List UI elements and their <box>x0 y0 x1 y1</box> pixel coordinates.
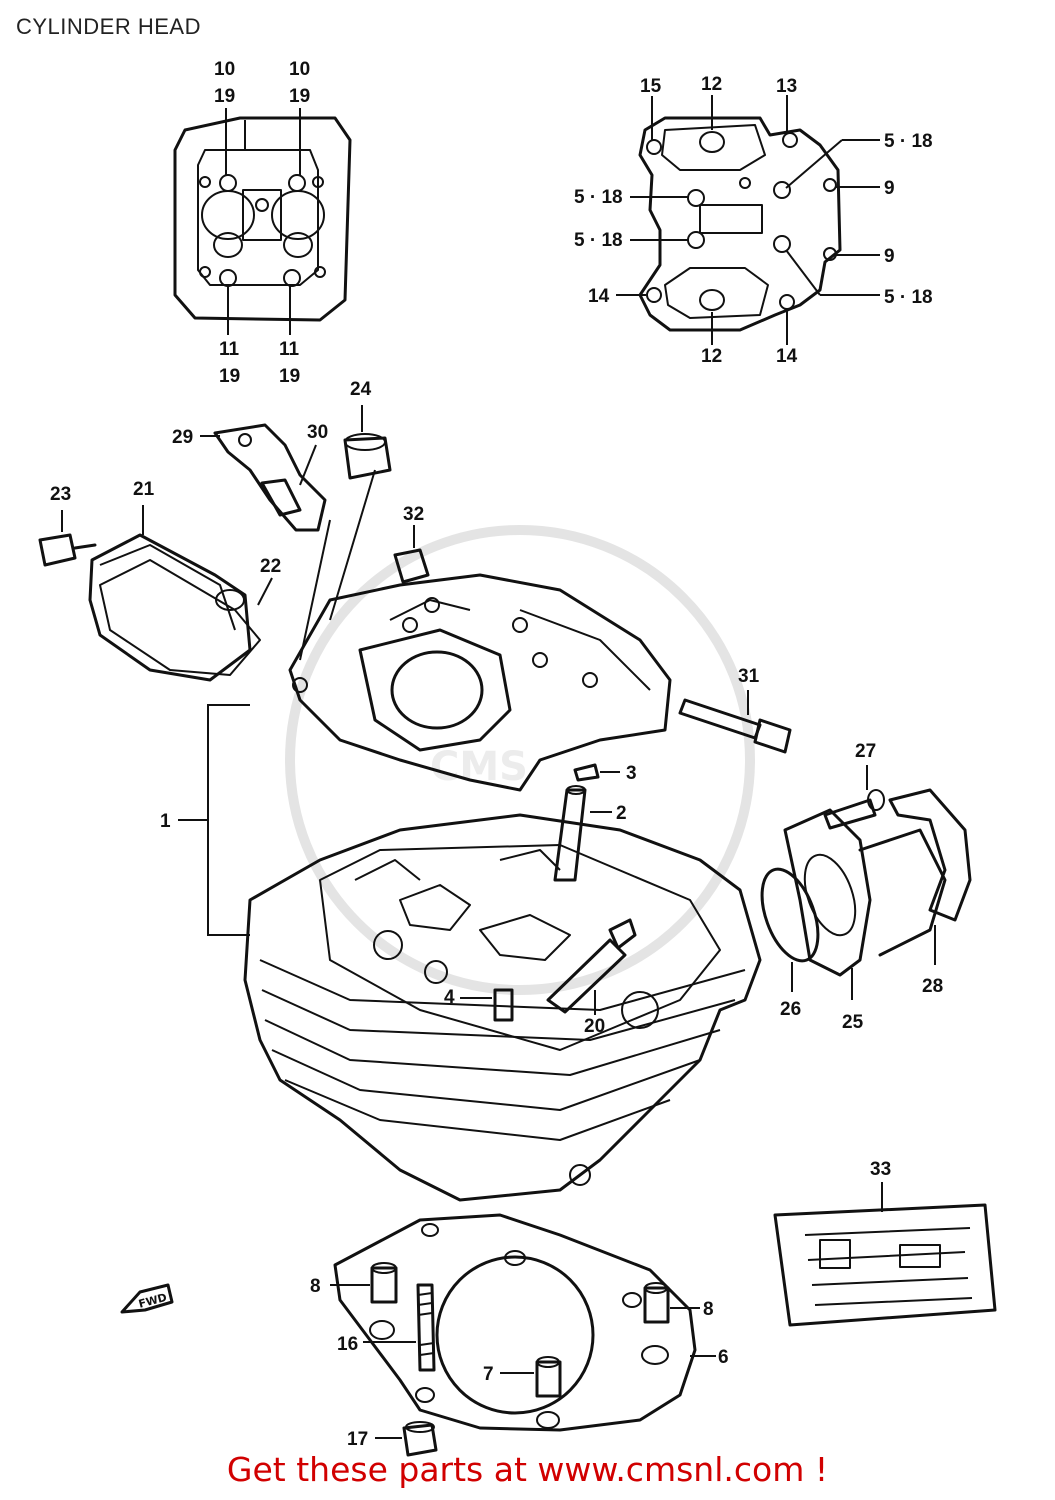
label-14: 14 <box>776 346 798 367</box>
nut-32 <box>393 525 430 584</box>
label-8: 8 <box>703 1299 714 1320</box>
label-5-18: 5 · 18 <box>574 187 623 208</box>
label-27: 27 <box>855 741 876 762</box>
label-29: 29 <box>172 427 193 448</box>
label-20: 20 <box>584 1016 605 1037</box>
label-22: 22 <box>260 556 281 577</box>
intake-pipe-25 <box>783 808 947 1000</box>
label-13: 13 <box>776 76 797 97</box>
label-8: 8 <box>310 1276 321 1297</box>
label-5-18: 5 · 18 <box>884 287 933 308</box>
stud-16 <box>363 1283 436 1372</box>
label-12: 12 <box>701 74 722 95</box>
label-9: 9 <box>884 178 895 199</box>
bracket-29-30 <box>200 423 327 532</box>
spark-plug-20 <box>546 918 637 1015</box>
dowel-8 <box>330 1262 398 1304</box>
label-15: 15 <box>640 76 662 97</box>
label-6: 6 <box>718 1347 729 1368</box>
screw-27 <box>823 765 885 830</box>
valve-guide-2 <box>553 785 612 882</box>
bracket-line <box>207 704 250 936</box>
label-21: 21 <box>133 479 155 500</box>
label-19: 19 <box>219 366 240 387</box>
forward-arrow-icon: FWD <box>120 1283 174 1314</box>
dowel-8 <box>643 1282 700 1324</box>
label-12: 12 <box>701 346 722 367</box>
gasket-22 <box>99 559 273 676</box>
label-10: 10 <box>214 59 235 80</box>
head-cover-body <box>288 573 672 792</box>
gasket-set-33 <box>773 1182 997 1327</box>
label-5-18: 5 · 18 <box>574 230 623 251</box>
intake-gasket-26 <box>760 867 820 992</box>
label-10: 10 <box>289 59 310 80</box>
label-4: 4 <box>444 987 455 1008</box>
label-26: 26 <box>780 999 801 1020</box>
label-28: 28 <box>922 976 943 997</box>
label-7: 7 <box>483 1364 494 1385</box>
label-24: 24 <box>350 379 372 400</box>
label-14: 14 <box>588 286 610 307</box>
label-2: 2 <box>616 803 627 824</box>
label-1: 1 <box>160 811 171 832</box>
label-30: 30 <box>307 422 328 443</box>
label-17: 17 <box>347 1429 368 1450</box>
cap-24 <box>343 405 392 480</box>
clamp-28 <box>888 788 972 965</box>
head-top-view <box>173 108 352 335</box>
diagram-title: CYLINDER HEAD <box>16 14 201 39</box>
label-33: 33 <box>870 1159 891 1180</box>
label-5-18: 5 · 18 <box>884 131 933 152</box>
leader-line <box>299 519 331 661</box>
label-19: 19 <box>279 366 300 387</box>
label-11: 11 <box>219 339 240 360</box>
label-11: 11 <box>279 339 300 360</box>
label-25: 25 <box>842 1012 864 1033</box>
dowel-4 <box>493 988 514 1022</box>
label-16: 16 <box>337 1334 358 1355</box>
cylinder-head-body <box>243 813 762 1202</box>
head-bottom-view <box>616 95 880 345</box>
label-19: 19 <box>289 86 310 107</box>
label-31: 31 <box>738 666 760 687</box>
bolt-31 <box>678 690 792 754</box>
label-19: 19 <box>214 86 235 107</box>
promo-link-text[interactable]: Get these parts at www.cmsnl.com ! <box>226 1450 829 1489</box>
dowel-7 <box>500 1356 562 1398</box>
label-9: 9 <box>884 246 895 267</box>
bolt-23 <box>38 510 97 567</box>
clip-3 <box>573 763 600 782</box>
label-32: 32 <box>403 504 424 525</box>
watermark-logo: CMS <box>285 525 755 995</box>
label-23: 23 <box>50 484 71 505</box>
leader-line <box>329 469 376 621</box>
nut-17 <box>375 1421 438 1457</box>
label-3: 3 <box>626 763 637 784</box>
cylinder-gasket-6 <box>333 1213 716 1432</box>
cover-21 <box>88 505 252 682</box>
